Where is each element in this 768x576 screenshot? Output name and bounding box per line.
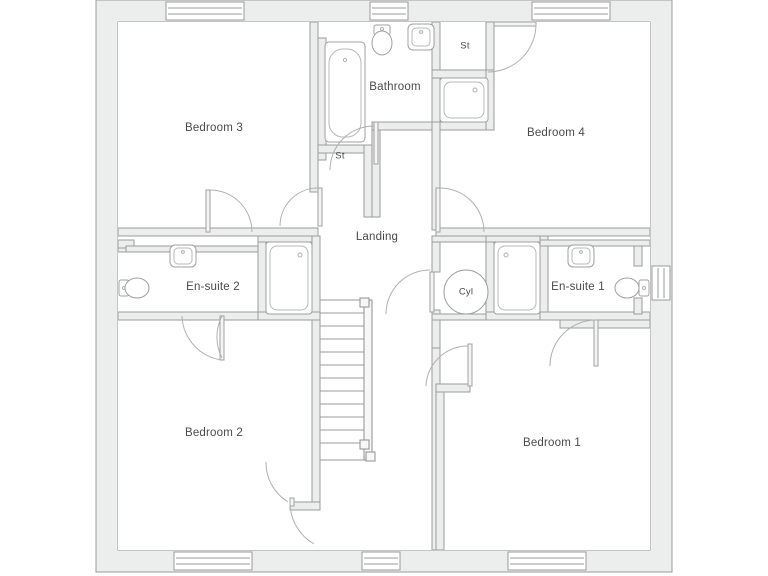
door-bedroom3 (205, 189, 253, 233)
doors (181, 21, 599, 545)
newel-mid (359, 439, 370, 450)
room-labels: Bedroom 3 Bedroom 4 Bedroom 2 Bedroom 1 … (185, 41, 605, 450)
wall-ensuite2-bottom (117, 311, 267, 321)
wall-ensuite1-jog-bottom (633, 297, 643, 315)
bath-main (324, 41, 366, 143)
wall-shower2-right (311, 235, 321, 321)
win-top-1 (165, 1, 245, 21)
label-cylinder: Cyl (459, 287, 473, 298)
cyl-tank (443, 269, 489, 315)
wall-bedroom1-doorjamb (435, 383, 471, 393)
staircase (319, 297, 376, 462)
label-ensuite2: En-suite 2 (186, 281, 240, 293)
wall-shower-top-bottom (431, 121, 495, 131)
wall-ensuite1-jog-top (633, 245, 643, 267)
label-landing: Landing (356, 231, 398, 243)
door-ensuite1 (549, 319, 599, 367)
win-top-2 (369, 1, 409, 21)
door-bedroom4 (435, 187, 485, 233)
wall-bedroom3-right (309, 21, 319, 193)
wall-ensuite2-right (257, 235, 267, 321)
label-bedroom1: Bedroom 1 (523, 437, 581, 449)
wall-bedroom1-inner (435, 389, 445, 551)
shower-ensuite2 (265, 241, 313, 315)
door-cylinder (385, 269, 435, 315)
win-bottom-3 (507, 551, 587, 571)
newel-bottom (365, 451, 376, 462)
basin-ensuite1 (567, 244, 595, 268)
newel-top (359, 297, 370, 308)
room-floors (118, 22, 650, 550)
win-top-3 (531, 1, 611, 21)
wall-bedroom2-right (311, 319, 321, 511)
label-bedroom3: Bedroom 3 (185, 122, 243, 134)
wall-st-top-left (431, 69, 441, 131)
shower-ensuite1 (493, 241, 541, 315)
door-storage-top (487, 21, 537, 73)
wall-shower1-top (485, 235, 549, 243)
label-bedroom4: Bedroom 4 (527, 127, 585, 139)
wall-bedroom1-top (559, 319, 651, 329)
windows (165, 1, 671, 571)
win-bottom-1 (173, 551, 253, 571)
shower-top (439, 77, 489, 123)
stair-handrail (363, 299, 373, 461)
wall-st-top-spacer (431, 69, 495, 79)
wall-ensuite1-top (539, 239, 651, 247)
wall-st-top-right (485, 21, 495, 71)
wall-bedroom4-bottom (435, 227, 651, 237)
basin-ensuite2 (169, 244, 197, 268)
label-storage-top: St (460, 41, 470, 52)
basin-bathroom (407, 23, 435, 51)
win-right-1 (651, 265, 671, 301)
win-bottom-2 (361, 551, 401, 571)
label-storage-left: St (335, 151, 345, 162)
wall-st-left-right (363, 144, 373, 218)
wc-ensuite2 (118, 277, 150, 299)
label-ensuite1: En-suite 1 (551, 281, 605, 293)
label-bathroom: Bathroom (369, 81, 420, 93)
door-bedroom2 (265, 461, 315, 545)
wc-ensuite1 (614, 277, 650, 299)
door-ensuite2 (181, 315, 225, 361)
wall-shower2-top (257, 235, 321, 243)
label-bedroom2: Bedroom 2 (185, 427, 243, 439)
wall-cyl-right (485, 235, 495, 321)
wall-bathroom-bottom (371, 121, 435, 131)
door-bathroom (329, 121, 379, 171)
door-bedroom1 (425, 343, 473, 387)
fixtures (118, 23, 650, 315)
wall-cyl-top (431, 235, 489, 243)
door-storage-left (279, 187, 323, 227)
wall-cyl-bottom (431, 313, 495, 321)
wall-bedroom3-bottom (117, 227, 319, 237)
wall-shower1-right (539, 235, 549, 321)
wc-bathroom (371, 24, 393, 56)
